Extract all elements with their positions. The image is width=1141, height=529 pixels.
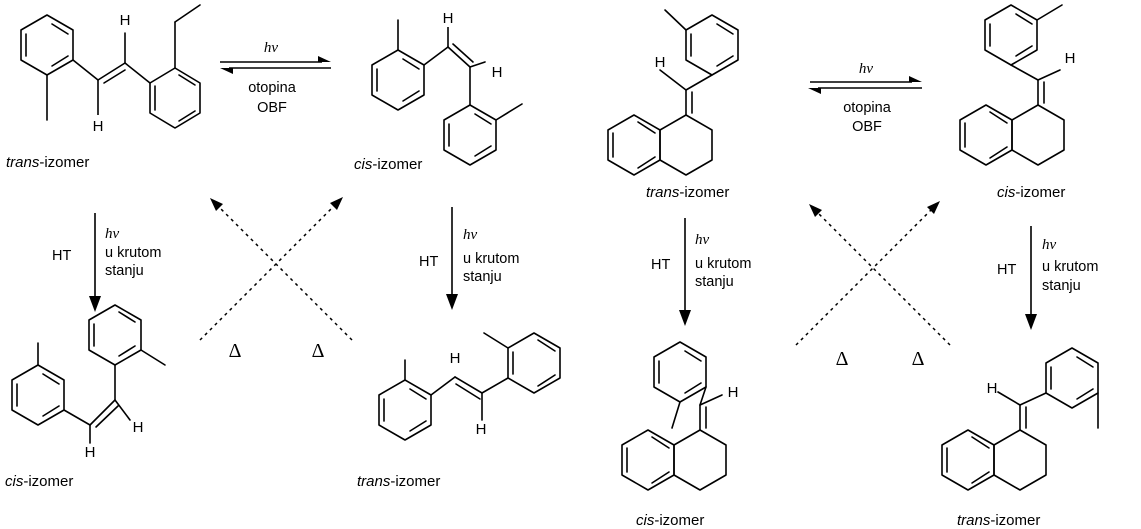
thermal-cross-arrows-1 — [199, 197, 353, 341]
condition-hv: hν — [463, 227, 478, 243]
condition-solid-1: u krutom — [1042, 259, 1098, 275]
condition-ht: HT — [419, 254, 438, 270]
atom-h: H — [93, 118, 104, 135]
label-trans-izomer: trans-izomer — [6, 154, 89, 171]
condition-solid-1: u krutom — [695, 256, 751, 272]
condition-solid-2: stanju — [105, 263, 144, 279]
condition-ht: HT — [651, 257, 670, 273]
atom-h: H — [85, 444, 96, 461]
label-cis-izomer: cis-izomer — [354, 156, 422, 173]
molecule-tetralin-cis-bottom: H — [621, 341, 739, 491]
molecule-stilbene-cis-top: H H — [371, 7, 523, 166]
condition-ht: HT — [997, 262, 1016, 278]
vertical-arrow-3 — [679, 218, 691, 326]
condition-ht: HT — [52, 248, 71, 264]
label-cis-izomer: cis-izomer — [5, 473, 73, 490]
molecule-stilbene-cis-bottom: H H — [11, 304, 166, 461]
atom-h: H — [133, 419, 144, 436]
molecule-stilbene-trans-bottom: H H — [378, 332, 561, 441]
label-trans-izomer: trans-izomer — [646, 184, 729, 201]
vertical-arrow-4 — [1025, 226, 1037, 330]
atom-h: H — [492, 64, 503, 81]
equilibrium-arrow-2 — [808, 76, 922, 94]
molecule-tetralin-cis-top: H — [959, 4, 1076, 166]
condition-solid-2: stanju — [1042, 278, 1081, 294]
condition-solution: otopina — [843, 100, 892, 116]
condition-heat: Δ — [229, 340, 242, 362]
atom-h: H — [443, 10, 454, 27]
thermal-cross-arrows-2 — [795, 201, 951, 346]
condition-solid-1: u krutom — [463, 251, 519, 267]
label-cis-izomer: cis-izomer — [997, 184, 1065, 201]
atom-h: H — [987, 380, 998, 397]
atom-h: H — [728, 384, 739, 401]
condition-hv: hν — [695, 232, 710, 248]
condition-heat: Δ — [312, 340, 325, 362]
atom-h: H — [476, 421, 487, 438]
label-trans-izomer: trans-izomer — [357, 473, 440, 490]
condition-solid-2: stanju — [695, 274, 734, 290]
atom-h: H — [450, 350, 461, 367]
condition-obf: OBF — [852, 119, 882, 135]
condition-solution: otopina — [248, 80, 297, 96]
atom-h: H — [1065, 50, 1076, 67]
molecule-stilbene-trans-top: H H — [20, 4, 201, 135]
condition-hv: hν — [105, 226, 120, 242]
condition-heat: Δ — [836, 348, 849, 370]
atom-h: H — [655, 54, 666, 71]
vertical-arrow-2 — [446, 207, 458, 310]
molecule-tetralin-trans-top: H — [607, 9, 739, 176]
molecule-tetralin-trans-bottom: H — [941, 347, 1099, 491]
condition-heat: Δ — [912, 348, 925, 370]
label-cis-izomer: cis-izomer — [636, 512, 704, 529]
condition-solid-2: stanju — [463, 269, 502, 285]
vertical-arrow-1 — [89, 213, 101, 312]
condition-hv: hν — [859, 61, 874, 77]
condition-hv: hν — [1042, 237, 1057, 253]
label-trans-izomer: trans-izomer — [957, 512, 1040, 529]
condition-solid-1: u krutom — [105, 245, 161, 261]
atom-h: H — [120, 12, 131, 29]
condition-hv: hν — [264, 40, 279, 56]
condition-obf: OBF — [257, 100, 287, 116]
equilibrium-arrow-1 — [220, 56, 331, 74]
